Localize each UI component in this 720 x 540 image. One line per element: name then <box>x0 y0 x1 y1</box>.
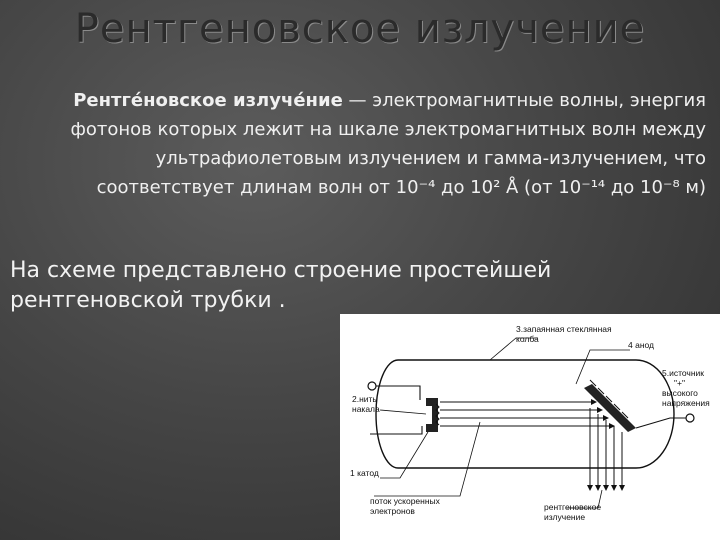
intro-text: На схеме представлено строение простейше… <box>10 258 552 313</box>
anode-terminal <box>685 413 695 423</box>
label-electrons-1: поток ускоренных <box>370 496 441 506</box>
label-cathode: 1 катод <box>350 468 379 478</box>
label-xray-2: излучение <box>544 512 585 522</box>
definition-paragraph: Рентге́новское излуче́ние — электромагни… <box>16 86 706 202</box>
cathode-cup <box>426 398 438 432</box>
glass-flask <box>375 359 675 469</box>
label-source-1: 5.источник <box>662 368 704 378</box>
slide-title: Рентгеновское излучение <box>74 6 646 52</box>
cathode-terminal <box>367 381 377 391</box>
label-xray-1: рентгеновское <box>544 502 601 512</box>
definition-term: Рентге́новское излуче́ние <box>73 90 343 111</box>
label-source-3: высокого <box>662 388 698 398</box>
xray-tube-diagram: 3.запаянная стеклянная колба 4 анод 5.ис… <box>340 314 720 540</box>
label-filament-2: накала <box>352 404 380 414</box>
xray-tube-svg: 3.запаянная стеклянная колба 4 анод 5.ис… <box>350 324 710 522</box>
xray-beam <box>587 408 625 491</box>
label-electrons-2: электронов <box>370 506 415 516</box>
label-source-4: напряжения <box>662 398 710 408</box>
anode <box>584 379 636 432</box>
label-filament-1: 2.нить <box>352 394 377 404</box>
label-flask-2: колба <box>516 334 539 344</box>
definition-text: — электромагнитные волны, энергия фотоно… <box>70 90 706 198</box>
filament <box>435 403 440 426</box>
label-flask-1: 3.запаянная стеклянная <box>516 324 612 334</box>
label-anode: 4 анод <box>628 340 654 350</box>
electron-beam <box>440 399 615 429</box>
label-source-2: "+" <box>674 378 685 388</box>
